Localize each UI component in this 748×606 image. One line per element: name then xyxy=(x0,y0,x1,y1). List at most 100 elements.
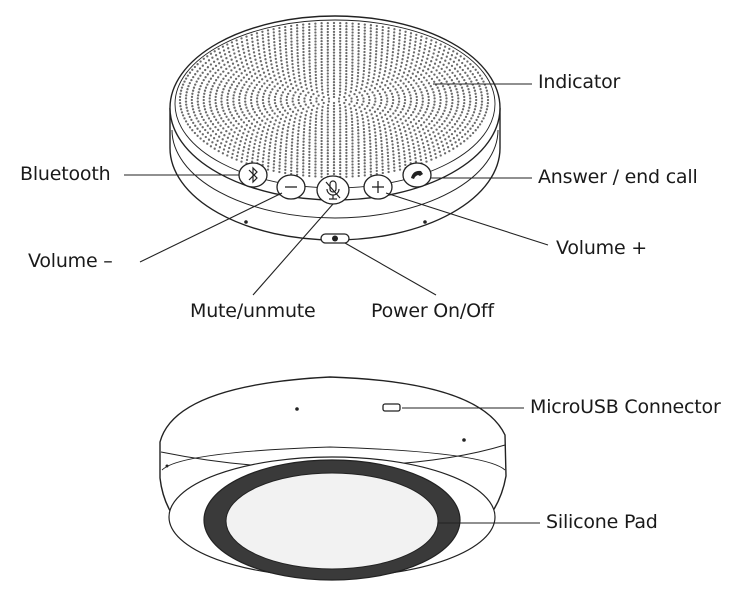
grill-hole xyxy=(308,53,311,56)
grill-hole xyxy=(357,31,360,35)
grill-hole xyxy=(418,49,421,52)
grill-hole xyxy=(380,54,383,57)
grill-hole xyxy=(397,113,400,117)
grill-hole xyxy=(298,74,301,78)
grill-hole xyxy=(455,120,459,123)
bluetooth-button[interactable] xyxy=(238,162,268,188)
grill-hole xyxy=(255,100,259,103)
grill-hole xyxy=(391,101,395,105)
grill-hole xyxy=(391,146,395,150)
grill-hole xyxy=(363,63,366,66)
grill-hole xyxy=(379,95,383,99)
grill-hole xyxy=(220,55,223,58)
grill-hole xyxy=(289,89,292,93)
grill-hole xyxy=(302,143,305,147)
grill-hole xyxy=(314,139,317,142)
grill-hole xyxy=(460,86,464,89)
grill-hole xyxy=(260,133,263,137)
grill-hole xyxy=(308,125,312,129)
grill-hole xyxy=(412,54,415,58)
grill-hole xyxy=(320,31,323,34)
grill-hole xyxy=(287,71,290,74)
grill-hole xyxy=(296,136,300,139)
grill-hole xyxy=(185,103,188,106)
grill-hole xyxy=(451,95,454,99)
grill-hole xyxy=(279,145,282,148)
grill-hole xyxy=(332,57,336,60)
answer-end-call-button[interactable] xyxy=(402,162,432,188)
grill-hole xyxy=(339,137,342,140)
grill-hole xyxy=(240,136,244,139)
grill-hole xyxy=(351,67,354,70)
grill-hole xyxy=(326,157,329,161)
grill-hole xyxy=(274,119,277,122)
grill-hole xyxy=(396,145,400,148)
grill-hole xyxy=(250,82,253,85)
grill-hole xyxy=(448,111,452,114)
grill-hole xyxy=(442,63,445,66)
grill-hole xyxy=(262,95,265,99)
grill-hole xyxy=(237,50,240,53)
grill-hole xyxy=(466,74,469,77)
grill-hole xyxy=(377,75,381,78)
grill-hole xyxy=(273,95,277,99)
grill-hole xyxy=(448,121,451,124)
grill-hole xyxy=(188,115,191,119)
grill-hole xyxy=(248,126,252,129)
grill-hole xyxy=(251,157,254,160)
grill-hole xyxy=(384,84,387,87)
grill-hole xyxy=(315,97,318,100)
grill-hole xyxy=(351,127,354,130)
grill-hole xyxy=(216,139,219,142)
grill-hole xyxy=(332,128,336,131)
grill-hole xyxy=(401,58,404,61)
grill-hole xyxy=(339,119,342,122)
grill-hole xyxy=(357,34,360,38)
grill-hole xyxy=(229,86,232,89)
grill-hole xyxy=(393,127,396,130)
power-switch[interactable] xyxy=(320,233,350,244)
grill-hole xyxy=(339,116,342,119)
grill-hole xyxy=(257,45,260,49)
grill-hole xyxy=(281,106,285,109)
grill-hole xyxy=(422,76,426,79)
grill-hole xyxy=(415,98,419,102)
grill-hole xyxy=(455,134,459,137)
grill-hole xyxy=(402,115,405,118)
volume-down-button[interactable] xyxy=(276,174,306,200)
grill-hole xyxy=(262,105,266,108)
grill-hole xyxy=(274,54,277,57)
grill-hole xyxy=(211,123,215,126)
grill-hole xyxy=(236,85,239,88)
grill-hole xyxy=(332,81,336,84)
grill-hole xyxy=(244,138,248,141)
grill-hole xyxy=(430,77,434,81)
grill-hole xyxy=(245,91,248,94)
grill-hole xyxy=(230,58,233,61)
grill-hole xyxy=(339,134,342,137)
grill-hole xyxy=(428,122,431,126)
grill-hole xyxy=(255,83,258,87)
grill-hole xyxy=(180,86,184,89)
grill-hole xyxy=(480,103,483,106)
grill-hole xyxy=(433,149,436,152)
grill-hole xyxy=(383,123,386,127)
grill-hole xyxy=(486,101,490,105)
grill-hole xyxy=(302,32,305,35)
grill-hole xyxy=(231,44,234,48)
grill-hole xyxy=(229,76,233,79)
mute-button[interactable] xyxy=(316,175,350,205)
grill-hole xyxy=(290,24,293,28)
grill-hole xyxy=(339,24,342,28)
grill-hole xyxy=(395,134,398,137)
grill-hole xyxy=(470,80,473,83)
grill-hole xyxy=(398,29,402,32)
grill-hole xyxy=(278,161,281,164)
grill-hole xyxy=(339,169,342,173)
grill-hole xyxy=(480,120,484,123)
grill-hole xyxy=(438,136,442,139)
grill-hole xyxy=(371,106,374,109)
grill-hole xyxy=(308,174,311,178)
grill-hole xyxy=(227,125,230,129)
volume-up-button[interactable] xyxy=(363,174,393,200)
